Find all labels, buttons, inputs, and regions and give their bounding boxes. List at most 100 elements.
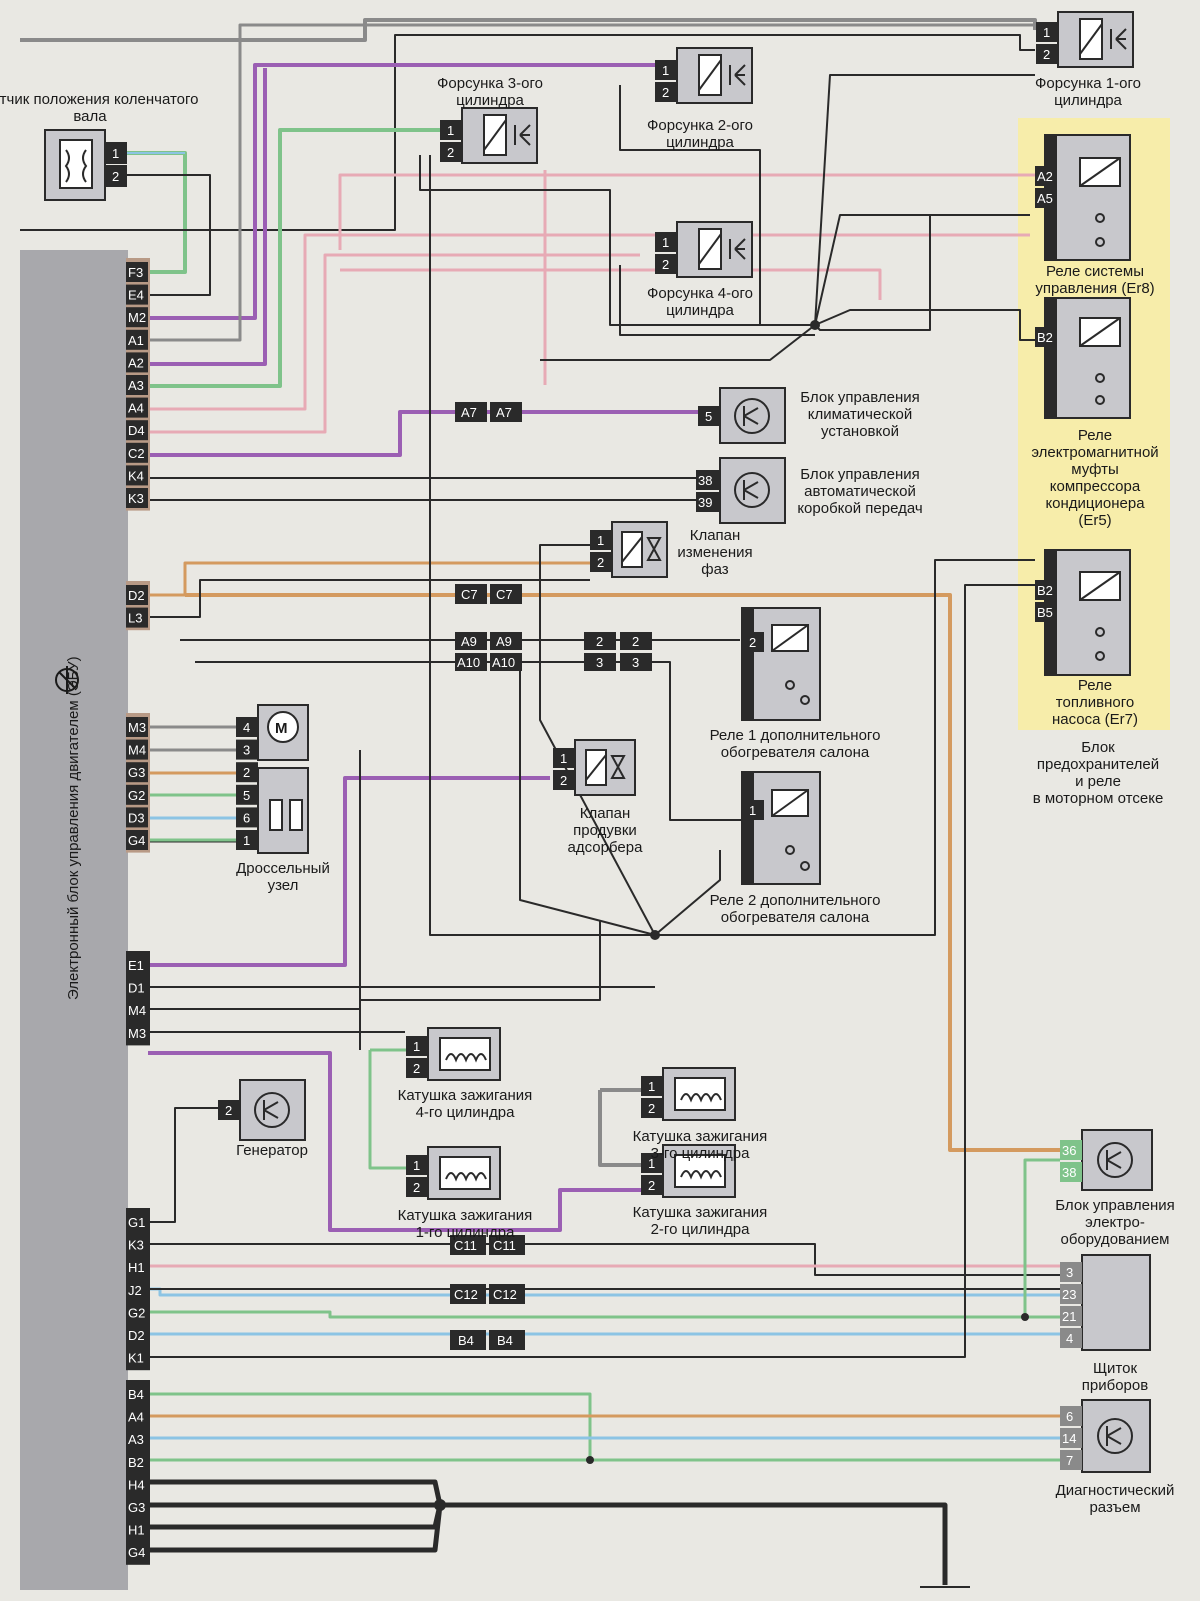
ecu-pin (126, 977, 148, 998)
ecu-label: Электронный блок управления двигателем (… (65, 656, 82, 1000)
ecu-pin-label: H1 (128, 1523, 145, 1538)
ecu-pin-label: A3 (128, 378, 144, 393)
ecu-pin (126, 284, 148, 305)
ecu-pin (126, 739, 148, 760)
ecu-pin-label: G2 (128, 1305, 145, 1320)
wire-purple-climate (148, 410, 700, 457)
throttle-pin (236, 762, 258, 783)
ecu-pin (126, 1279, 148, 1300)
ecu-pin (126, 329, 148, 350)
pin-label: 1 (112, 146, 119, 161)
ecu-pin-label: D2 (128, 588, 145, 603)
ecu-pin (126, 465, 148, 486)
pin-label: 38 (698, 473, 712, 488)
pin-label: 2 (560, 773, 567, 788)
transistor-icon (1097, 1418, 1133, 1454)
connector-label: A9 (496, 634, 512, 649)
ecu-pin (126, 1212, 148, 1232)
injector-icon (729, 238, 746, 260)
ecu-pin-label: M3 (128, 720, 146, 735)
wire-purple-inj2 (148, 63, 655, 320)
pin-label: 2 (597, 555, 604, 570)
pin-label: 3 (1066, 1265, 1073, 1280)
pin-label: 1 (413, 1039, 420, 1054)
connector-label: A7 (496, 405, 512, 420)
ecu-body (20, 250, 128, 1590)
ecu-pin (126, 1384, 148, 1404)
injector-icon (729, 64, 746, 86)
ecu-pin (126, 784, 148, 805)
instrument-panel: 3 23 21 4 (1060, 1254, 1151, 1351)
coil-icon (445, 1053, 487, 1063)
connector-label: 3 (596, 655, 603, 670)
coil-icon (445, 1172, 487, 1182)
pin-label: 1 (662, 63, 669, 78)
phase-valve: 1 2 (590, 521, 668, 578)
pin-label: 2 (648, 1101, 655, 1116)
ecu-pin (126, 1347, 148, 1368)
ignition-coil-2: 1 2 (641, 1144, 736, 1198)
ecu-pin (126, 1451, 148, 1472)
pin-label: 2 (112, 169, 119, 184)
wire-purple-coil2 (148, 1051, 650, 1232)
throttle-pin (236, 784, 258, 805)
ecu-signal-icon (55, 666, 79, 694)
connector-label: C7 (496, 587, 513, 602)
connector-label: B4 (497, 1333, 513, 1348)
ecu-pin (126, 488, 148, 508)
ecu-pin (126, 1542, 148, 1563)
ecu-pin-label: D2 (128, 1328, 145, 1343)
coil-icon (680, 1170, 722, 1180)
wire-top-gray (20, 18, 1037, 42)
ecu-pin-label: A4 (128, 1410, 144, 1425)
ecu-pin-label: K3 (128, 1238, 144, 1253)
connector-label: A10 (492, 655, 515, 670)
ecu-pin-label: M4 (128, 743, 146, 758)
coil-icon (680, 1093, 722, 1103)
ecu-pin (126, 585, 148, 605)
pin-label: 1 (560, 751, 567, 766)
ecu-pin-label: B4 (128, 1387, 144, 1402)
pin-label: 39 (698, 495, 712, 510)
pin-label: 1 (749, 803, 756, 818)
ecu-pin-label: E4 (128, 288, 144, 303)
relay-fuel-pump-er7: B2 B5 (1035, 549, 1131, 676)
ecu-pin (126, 607, 148, 628)
connector-label: C7 (461, 587, 478, 602)
pin-label: 2 (413, 1061, 420, 1076)
pin-label: 2 (662, 85, 669, 100)
transistor-icon (734, 472, 770, 508)
ecu-pin-label: J2 (128, 1283, 142, 1298)
wire-crank-2 (125, 174, 211, 296)
wires (20, 18, 1060, 1585)
ecu-pin-label: G4 (128, 1545, 145, 1560)
transmission-control-unit: 38 39 (696, 457, 786, 524)
pin-label: 23 (1062, 1287, 1076, 1302)
injector-2: 1 2 (655, 47, 753, 104)
ecu-pin (126, 1257, 148, 1278)
ecu-pin-label: K1 (128, 1351, 144, 1366)
ecu-pin-label: C2 (128, 446, 145, 461)
throttle-pin-label: 3 (243, 743, 250, 758)
ecu-pin (126, 375, 148, 395)
pin-label: B5 (1037, 605, 1053, 620)
ecu-pin (126, 1497, 148, 1517)
ecu-pin (126, 352, 148, 373)
pin-label: 1 (648, 1079, 655, 1094)
valve-icon (610, 755, 626, 779)
